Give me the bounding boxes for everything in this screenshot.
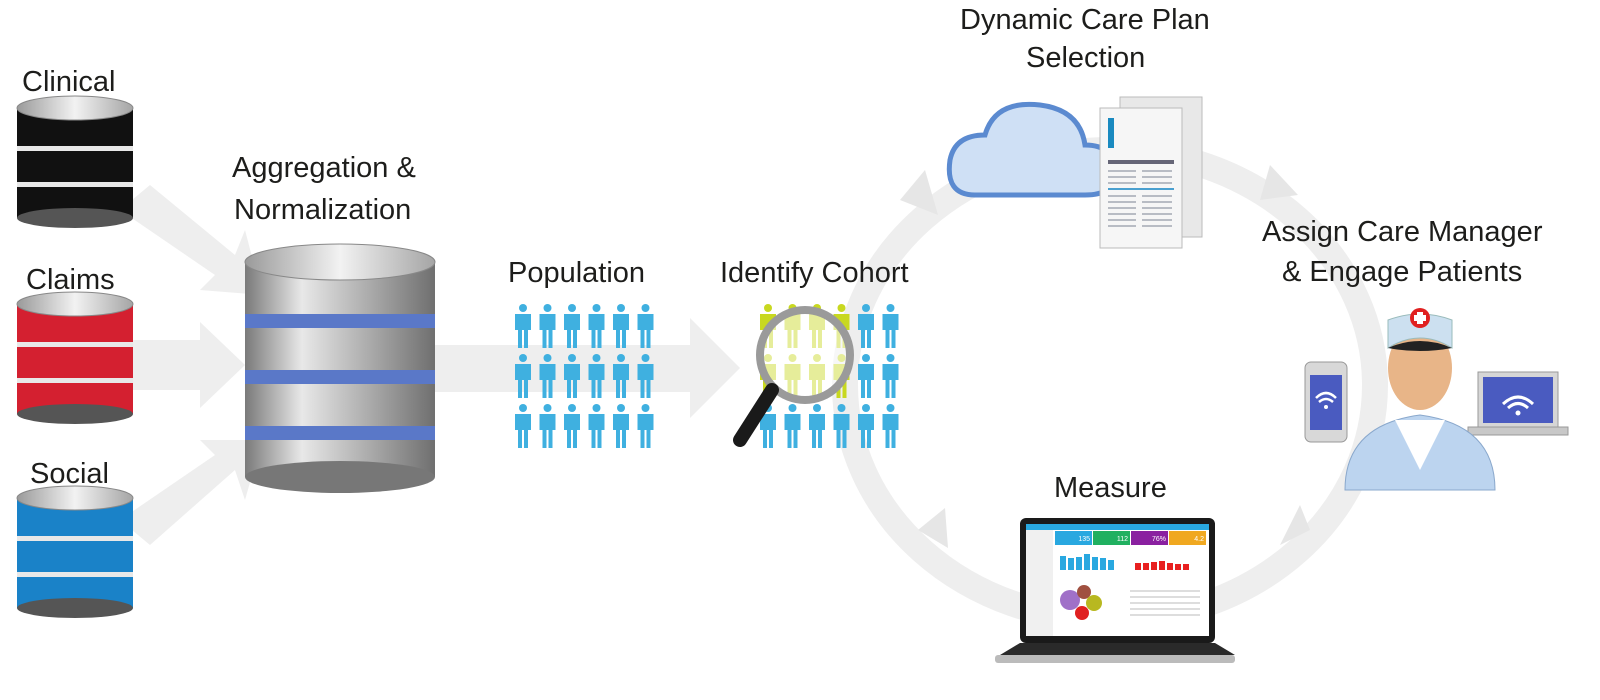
person-icon xyxy=(637,354,654,398)
database-icon-clinical xyxy=(16,95,134,228)
care-manager-avatar-icon xyxy=(1344,308,1496,491)
dashboard-tile-value: 4.2 xyxy=(1194,536,1204,543)
source-label-social: Social xyxy=(30,458,109,490)
person-icon xyxy=(613,304,629,348)
person-icon xyxy=(637,304,654,348)
person-icon xyxy=(588,404,605,448)
measure-label: Measure xyxy=(1054,472,1167,504)
care-plan-label-line2: Selection xyxy=(1026,42,1146,74)
dashboard-tile xyxy=(1055,531,1092,545)
dashboard-tile xyxy=(1169,531,1206,545)
dashboard-tile-value: 76% xyxy=(1152,536,1166,543)
person-icon xyxy=(858,304,874,348)
source-label-claims: Claims xyxy=(26,264,115,296)
dashboard-laptop-icon: 135 112 76% 4.2 xyxy=(995,518,1235,663)
phone-icon xyxy=(1304,361,1348,443)
person-icon xyxy=(564,304,580,348)
population-label: Population xyxy=(508,257,646,289)
person-icon xyxy=(539,404,556,448)
person-icon xyxy=(882,304,899,348)
source-label-clinical: Clinical xyxy=(22,66,116,98)
person-icon xyxy=(882,404,899,448)
document-icon xyxy=(1099,96,1203,249)
cohort-label: Identify Cohort xyxy=(720,257,909,289)
aggregation-database-icon xyxy=(244,243,436,493)
cloud-icon xyxy=(946,101,1118,198)
person-icon xyxy=(858,354,874,398)
dashboard-tile-value: 112 xyxy=(1117,536,1128,543)
person-icon xyxy=(637,404,654,448)
cycle-arrowhead xyxy=(900,170,938,215)
person-icon xyxy=(588,304,605,348)
care-manager-label-line1: Assign Care Manager xyxy=(1262,216,1543,248)
person-icon xyxy=(515,354,531,398)
main-flow-arrow xyxy=(430,318,740,418)
laptop-icon xyxy=(1467,371,1569,436)
care-plan-label-line1: Dynamic Care Plan xyxy=(960,4,1210,36)
database-icon-social xyxy=(16,485,134,618)
input-arrow-claims xyxy=(130,322,245,408)
cycle-arrowhead xyxy=(1280,505,1310,545)
person-icon xyxy=(809,404,825,448)
person-icon xyxy=(564,354,580,398)
aggregation-label-line1: Aggregation & xyxy=(232,152,416,184)
person-icon xyxy=(564,404,580,448)
person-icon xyxy=(539,304,556,348)
dashboard-tile xyxy=(1093,531,1130,545)
person-icon xyxy=(539,354,556,398)
care-manager-label-line2: & Engage Patients xyxy=(1282,256,1523,288)
magnifying-glass-icon xyxy=(733,306,854,447)
person-icon xyxy=(613,404,629,448)
cycle-arrowhead xyxy=(918,508,948,548)
aggregation-label-line2: Normalization xyxy=(234,194,412,226)
person-icon xyxy=(588,354,605,398)
person-icon xyxy=(613,354,629,398)
person-icon xyxy=(784,404,801,448)
person-icon xyxy=(833,404,850,448)
dashboard-tile xyxy=(1131,531,1168,545)
database-icon-claims xyxy=(16,291,134,424)
input-arrow-social xyxy=(120,440,262,545)
dashboard-tile-value: 135 xyxy=(1078,536,1090,543)
person-icon xyxy=(515,304,531,348)
person-icon xyxy=(882,354,899,398)
person-icon xyxy=(858,404,874,448)
cycle-arrowhead xyxy=(1260,165,1298,200)
input-arrow-clinical xyxy=(120,185,262,295)
person-icon xyxy=(515,404,531,448)
